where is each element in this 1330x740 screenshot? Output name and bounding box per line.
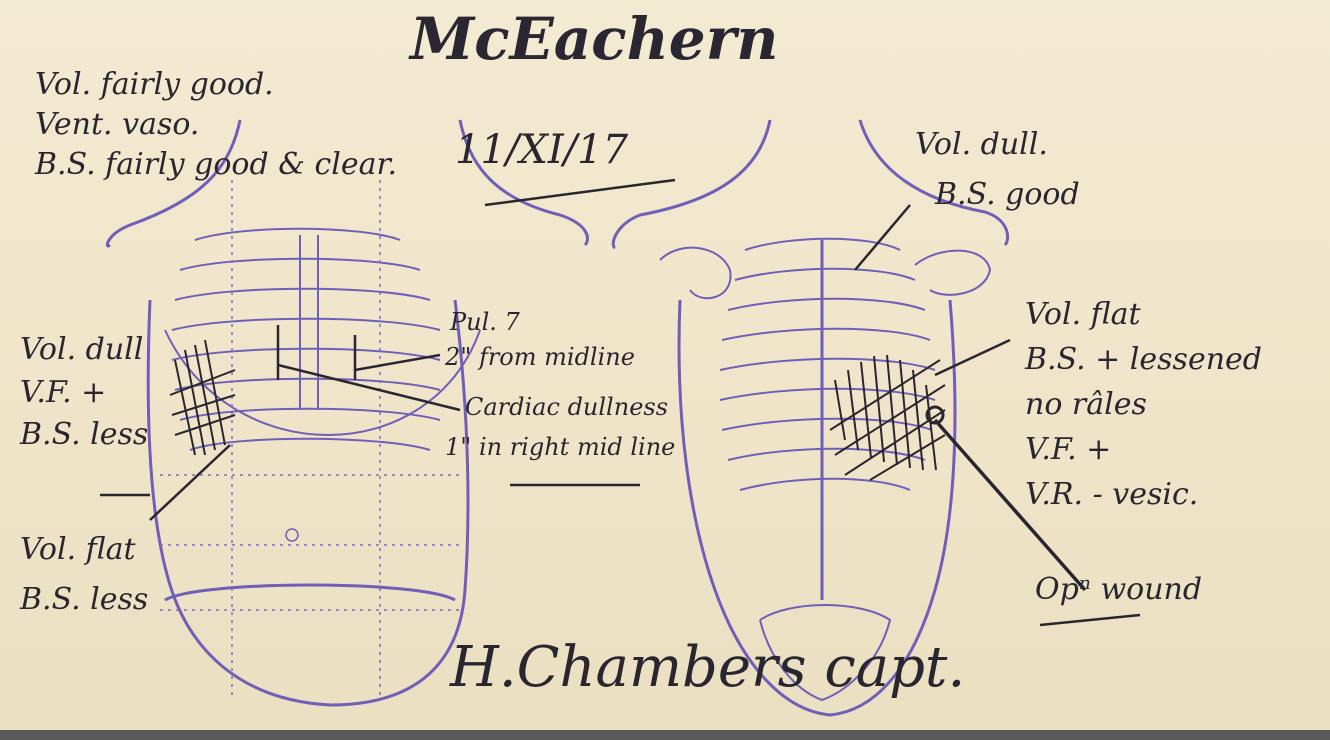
back-top-line-1: Vol. dull. xyxy=(915,130,1048,160)
cardiac-line-2: 2" from midline xyxy=(445,345,635,369)
front-left-line-1: Vol. dull xyxy=(20,335,143,365)
front-header-line-3: B.S. fairly good & clear. xyxy=(35,150,397,180)
back-top-line-2: B.S. good xyxy=(935,180,1080,210)
patient-name: McEachern xyxy=(410,10,778,68)
front-left-line-2: V.F. + xyxy=(20,378,106,408)
front-lower-line-2: B.S. less xyxy=(20,585,148,615)
cardiac-line-4: 1" in right mid line xyxy=(445,435,675,459)
signature: H.Chambers capt. xyxy=(450,640,965,696)
front-header-line-2: Vent. vaso. xyxy=(35,110,199,140)
back-right-line-5: V.R. - vesic. xyxy=(1025,480,1198,510)
front-left-line-3: B.S. less xyxy=(20,420,148,450)
back-right-line-2: B.S. + lessened xyxy=(1025,345,1262,375)
back-right-line-3: no râles xyxy=(1025,390,1147,420)
exam-date: 11/XI/17 xyxy=(455,130,628,170)
cardiac-line-1: Pul. 7 xyxy=(450,310,520,334)
front-lower-line-1: Vol. flat xyxy=(20,535,136,565)
wound-label: Opⁿ wound xyxy=(1035,575,1202,605)
front-header-line-1: Vol. fairly good. xyxy=(35,70,274,100)
back-right-line-4: V.F. + xyxy=(1025,435,1111,465)
cardiac-line-3: Cardiac dullness xyxy=(465,395,668,419)
back-right-line-1: Vol. flat xyxy=(1025,300,1141,330)
